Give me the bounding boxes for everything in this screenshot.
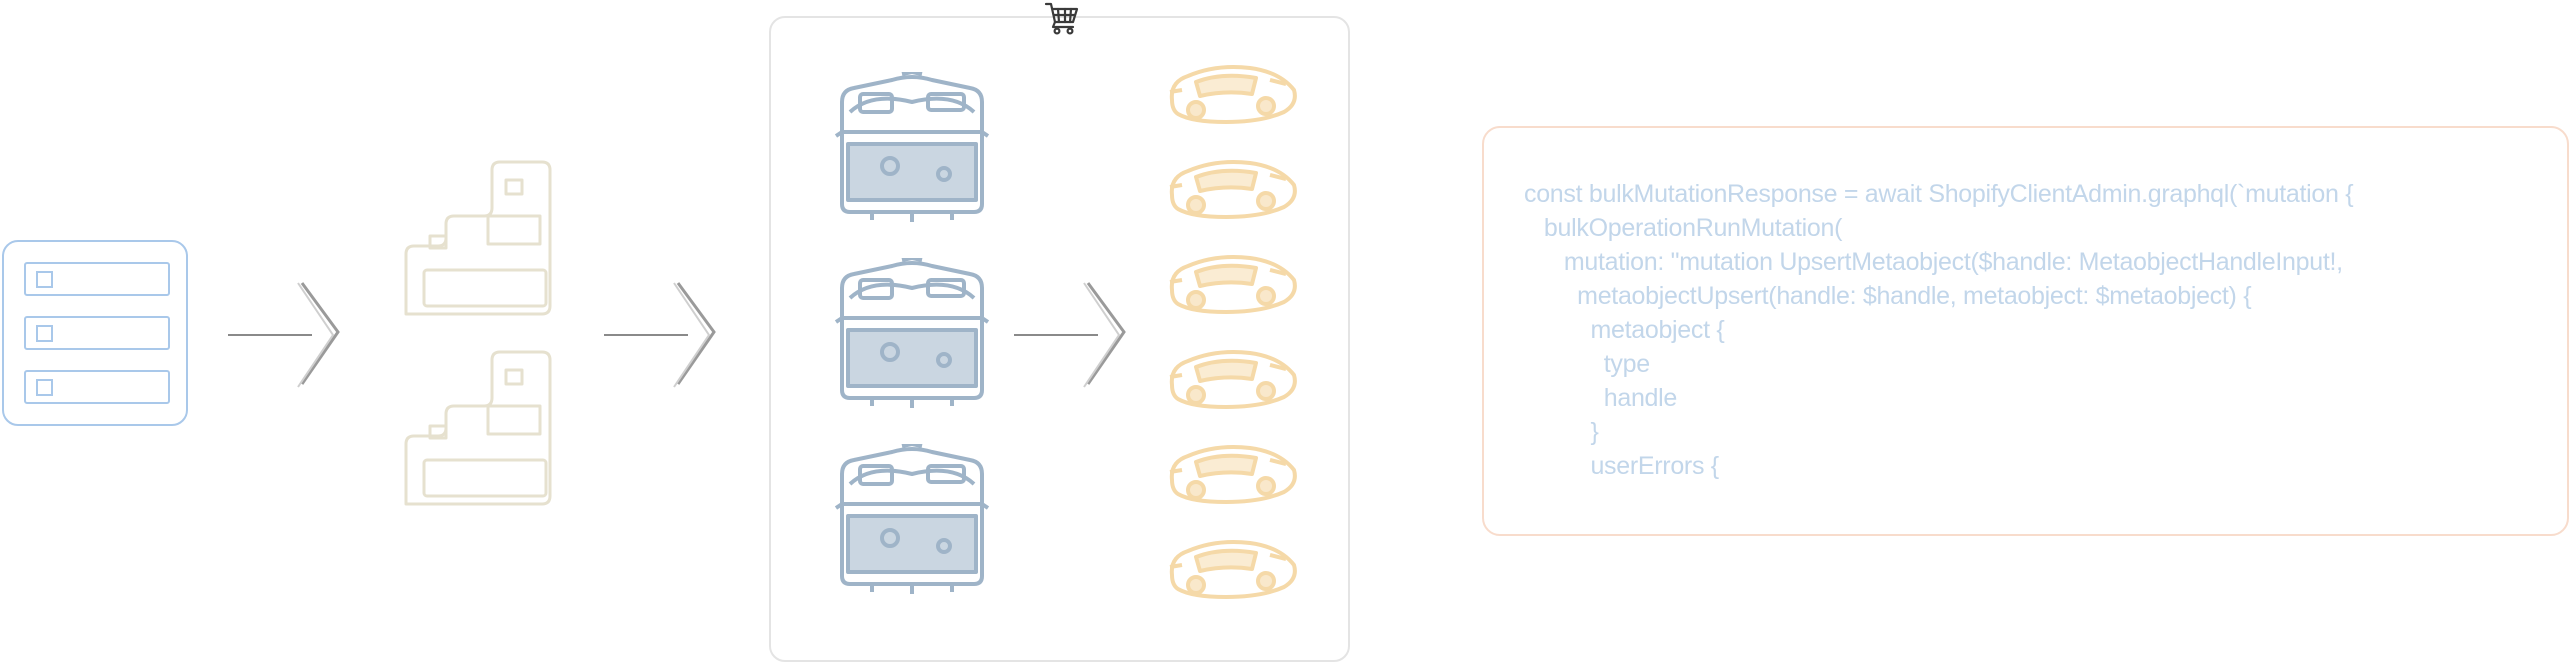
treasure-box-icon	[834, 258, 990, 408]
race-car-icon	[1169, 350, 1297, 409]
race-car-icon	[1169, 255, 1297, 314]
code-line: userErrors {	[1524, 452, 1719, 480]
treasure-box-icon	[834, 444, 990, 594]
list-row	[24, 262, 170, 296]
cart-icon	[1044, 2, 1079, 35]
code-panel: const bulkMutationResponse = await Shopi…	[1482, 126, 2569, 536]
race-car-icon	[1169, 160, 1297, 219]
list-checkbox	[36, 271, 53, 288]
code-line: type	[1524, 350, 1650, 378]
code-line: }	[1524, 418, 1599, 446]
list-row	[24, 316, 170, 350]
arrow-icon	[228, 282, 340, 388]
list-checkbox	[36, 325, 53, 342]
code-line: mutation: "mutation UpsertMetaobject($ha…	[1524, 248, 2343, 276]
arrow-icon	[604, 282, 716, 388]
code-line: metaobjectUpsert(handle: $handle, metaob…	[1524, 282, 2252, 310]
factory-icon	[404, 350, 552, 506]
code-line: bulkOperationRunMutation(	[1524, 214, 1843, 242]
list-checkbox	[36, 379, 53, 396]
race-car-icon	[1169, 540, 1297, 599]
code-line: metaobject {	[1524, 316, 1725, 344]
code-line: handle	[1524, 384, 1678, 412]
factory-icon	[404, 160, 552, 316]
code-line: const bulkMutationResponse = await Shopi…	[1524, 180, 2354, 208]
race-car-icon	[1169, 445, 1297, 504]
list-icon	[2, 240, 188, 426]
list-row	[24, 370, 170, 404]
treasure-box-icon	[834, 72, 990, 222]
arrow-icon	[1014, 282, 1126, 388]
race-car-icon	[1169, 65, 1297, 124]
